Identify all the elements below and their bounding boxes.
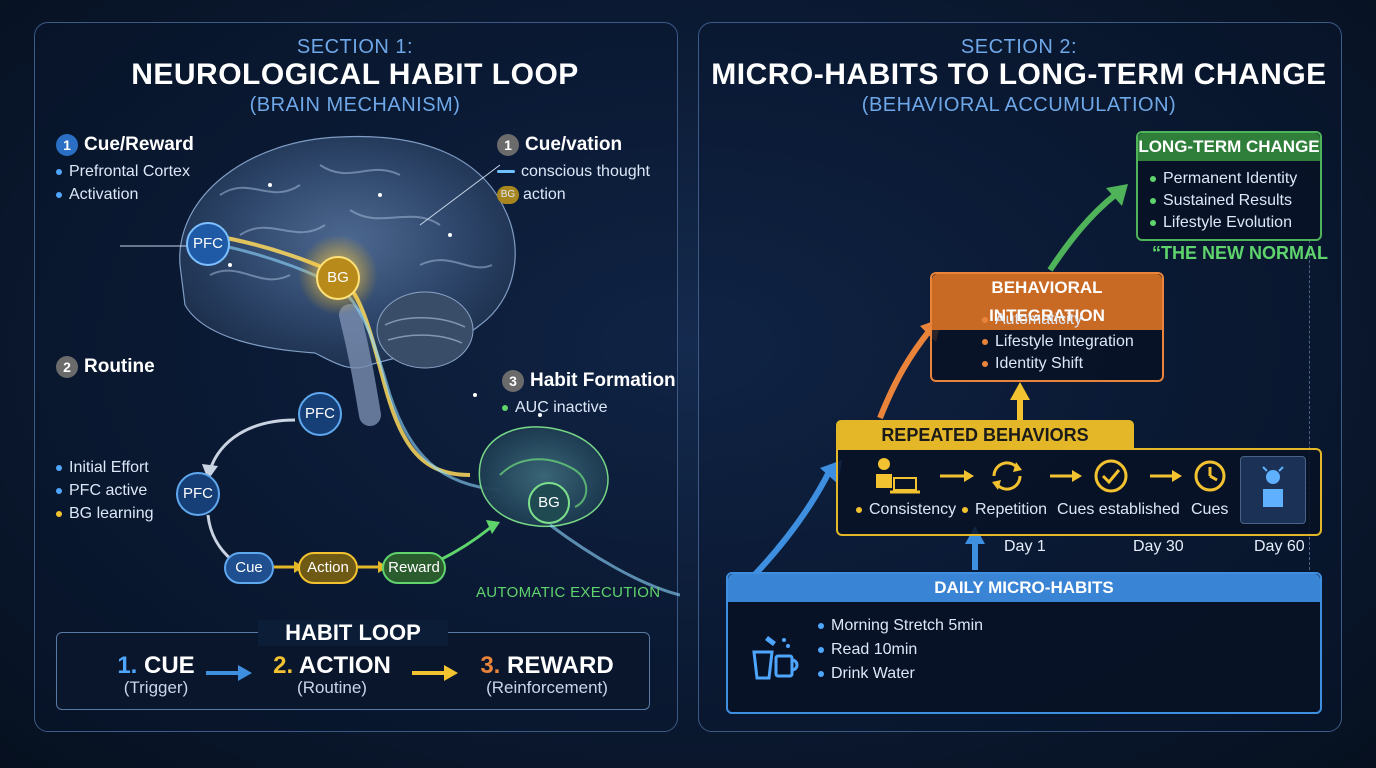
long-term-change-box: LONG-TERM CHANGE Permanent Identity Sust…: [1136, 131, 1322, 241]
check-cycle-icon: [1094, 459, 1128, 493]
person-laptop-icon: [876, 458, 920, 494]
habit-step-desc: (Routine): [297, 678, 367, 697]
day-label: Day 1: [1004, 538, 1046, 555]
loop-reward-pill: Reward: [382, 552, 446, 584]
repeated-label-cues-established: Cues established: [1057, 498, 1180, 521]
routine-number-badge: 2: [56, 356, 78, 378]
repeat-cycle-icon: [992, 461, 1022, 491]
routine-item: BG learning: [69, 505, 154, 522]
habit-step-name: CUE: [144, 652, 195, 679]
habit-formation-block: 3 Habit Formation AUC inactive: [502, 370, 676, 419]
pfc-node-top: PFC: [186, 222, 230, 266]
daily-micro-habits-title: DAILY MICRO-HABITS: [728, 574, 1320, 602]
habit-step-cue: 1. CUE (Trigger): [96, 652, 216, 698]
loop-action-pill: Action: [298, 552, 358, 584]
brain-illustration: [120, 135, 680, 597]
pfc-loop-node-mid: PFC: [176, 472, 220, 516]
section-2-title: MICRO-HABITS TO LONG-TERM CHANGE: [711, 58, 1327, 91]
cerebellum-shape: [376, 291, 474, 369]
behavioral-integration-box: BEHAVIORAL INTEGRATION Automaticity Life…: [930, 272, 1164, 382]
cue-activation-number-badge: 1: [497, 134, 519, 156]
repeated-label-repetition: Repetition: [962, 498, 1047, 521]
section-1-label: SECTION 1:: [296, 36, 414, 58]
routine-heading: 2 Routine: [56, 356, 155, 378]
routine-title: Routine: [84, 356, 155, 378]
habit-formation-item: AUC inactive: [515, 399, 608, 417]
repeated-label-consistency: Consistency: [856, 498, 956, 521]
cue-reward-title: Cue/Reward: [84, 134, 194, 156]
habit-step-desc: (Trigger): [123, 678, 189, 697]
long-term-change-title: LONG-TERM CHANGE: [1138, 133, 1320, 161]
cue-reward-block: 1 Cue/Reward Prefrontal Cortex Activation: [56, 134, 194, 206]
cue-reward-item: Prefrontal Cortex: [69, 163, 190, 181]
routine-item: PFC active: [69, 482, 148, 499]
integration-item: Automaticity: [995, 311, 1083, 328]
behavioral-integration-title: BEHAVIORAL INTEGRATION: [932, 274, 1162, 330]
clock-icon: [1194, 460, 1226, 492]
identity-person-icon: [1240, 456, 1306, 524]
habit-step-desc: (Reinforcement): [486, 678, 608, 697]
habit-formation-number-badge: 3: [502, 370, 524, 392]
new-normal-quote: “THE NEW NORMAL: [1152, 243, 1328, 263]
cue-activation-item: conscious thought: [521, 163, 650, 181]
repeated-label-cues: Cues: [1191, 498, 1228, 521]
habit-step-action: 2. ACTION (Routine): [262, 652, 402, 698]
integration-item: Identity Shift: [995, 355, 1084, 372]
day-label: Day 30: [1133, 538, 1184, 555]
loop-cue-pill: Cue: [224, 552, 274, 584]
cue-reward-item: Activation: [69, 186, 139, 204]
section-1-title: NEUROLOGICAL HABIT LOOP: [131, 58, 579, 91]
habit-loop-title: HABIT LOOP: [258, 620, 448, 646]
small-brain-shape: [478, 426, 609, 527]
routine-item: Initial Effort: [69, 459, 149, 476]
water-cup-icon: [752, 636, 799, 680]
habit-step-name: REWARD: [507, 652, 614, 679]
section-2-label: SECTION 2:: [960, 36, 1078, 58]
cue-activation-title: Cue/vation: [525, 134, 623, 156]
repeated-behaviors-tab: REPEATED BEHAVIORS: [836, 420, 1134, 450]
habit-step-number: 2.: [273, 652, 294, 679]
daily-habit-item: Drink Water: [831, 665, 915, 682]
conscious-line-icon: [497, 170, 515, 174]
section-2-subtitle: (BEHAVIORAL ACCUMULATION): [861, 94, 1177, 116]
cue-activation-item: action: [523, 186, 566, 204]
habit-formation-title: Habit Formation: [530, 370, 676, 392]
integration-item: Lifestyle Integration: [995, 333, 1134, 350]
long-term-item: Permanent Identity: [1163, 170, 1298, 187]
daily-micro-habits-box: DAILY MICRO-HABITS: [726, 572, 1322, 714]
bg-small-node: BG: [528, 482, 570, 524]
daily-habits-list: Morning Stretch 5min Read 10min Drink Wa…: [818, 614, 983, 686]
repeated-item: Repetition: [975, 501, 1048, 518]
cue-reward-number-badge: 1: [56, 134, 78, 156]
habit-step-reward: 3. REWARD (Reinforcement): [462, 652, 632, 698]
dashed-guide-line: [1309, 240, 1310, 570]
routine-list: Initial Effort PFC active BG learning: [56, 456, 154, 525]
bg-mini-badge: BG: [497, 185, 519, 204]
repeated-item: Cues: [1191, 501, 1229, 518]
daily-habit-item: Read 10min: [831, 641, 918, 658]
section-1-subtitle: (BRAIN MECHANISM): [249, 94, 461, 116]
habit-step-number: 1.: [117, 652, 138, 679]
daily-habit-item: Morning Stretch 5min: [831, 617, 984, 634]
habit-loop-arrows: [206, 665, 458, 681]
day-label: Day 60: [1254, 538, 1305, 555]
long-term-item: Lifestyle Evolution: [1163, 214, 1292, 231]
repeated-step-arrows: [940, 470, 1182, 482]
repeated-item: Cues established: [1057, 501, 1180, 518]
bg-node-top: BG: [316, 256, 360, 300]
habit-step-name: ACTION: [298, 652, 391, 679]
pfc-loop-node-top: PFC: [298, 392, 342, 436]
long-term-item: Sustained Results: [1163, 192, 1292, 209]
automatic-execution-label: AUTOMATIC EXECUTION: [476, 584, 661, 601]
habit-step-number: 3.: [480, 652, 501, 679]
repeated-item: Consistency: [869, 501, 957, 518]
